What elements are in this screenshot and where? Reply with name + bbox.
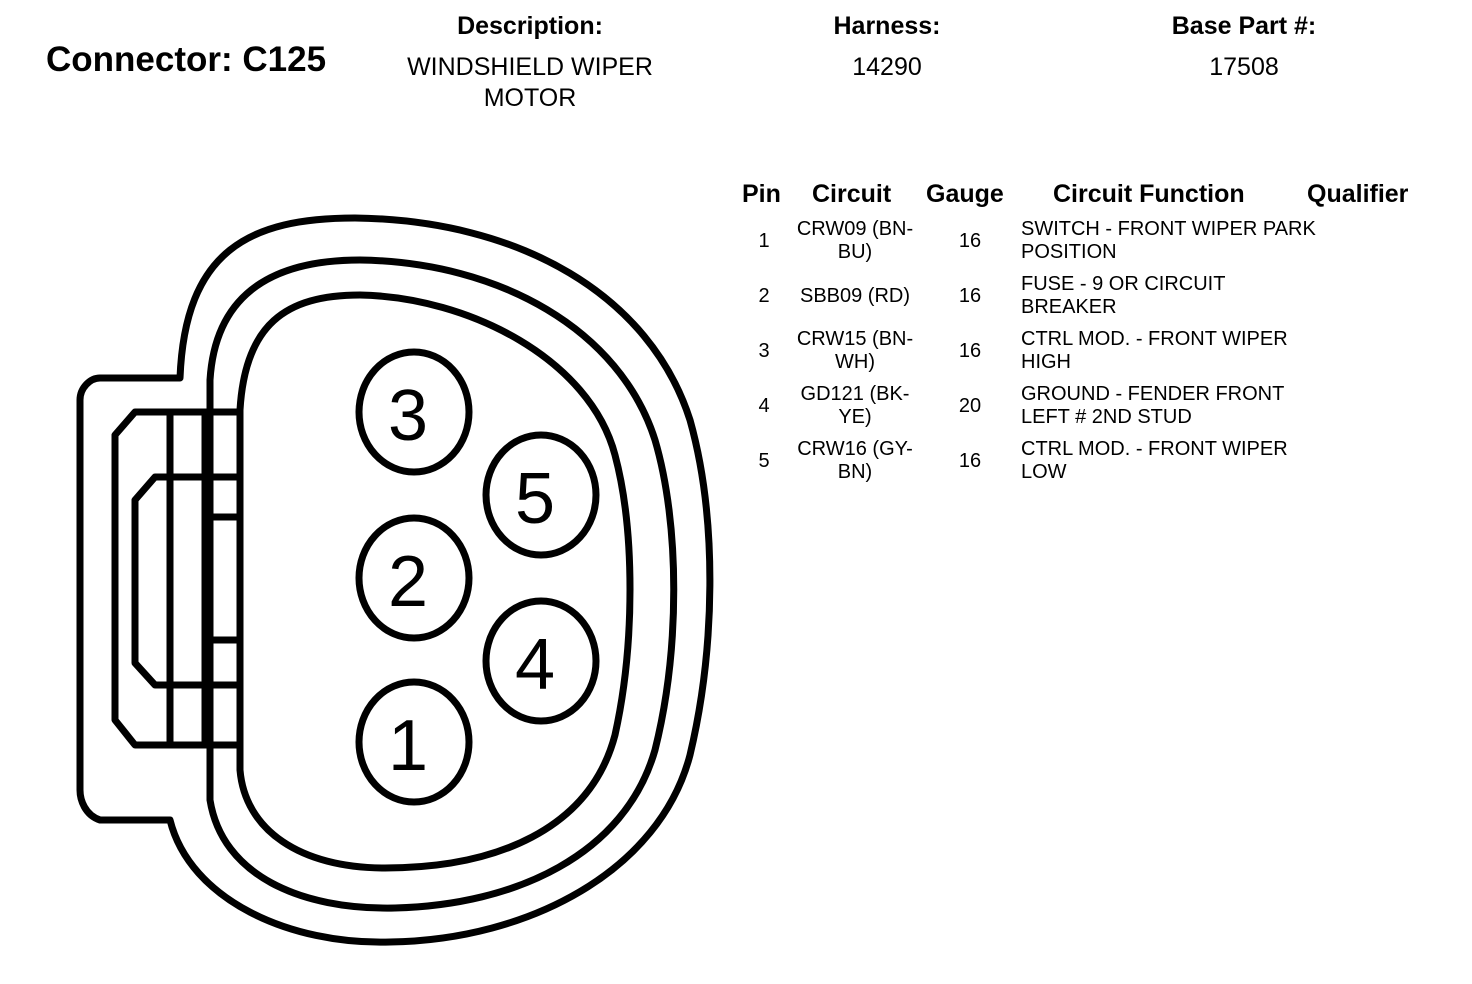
gauge-cell: 16 [958, 230, 982, 252]
latch-inner [131, 473, 244, 689]
table-row: 4 GD121 (BK-YE) 20 GROUND - FENDER FRONT… [740, 383, 1440, 438]
connector-title: Connector: C125 [46, 40, 327, 79]
table-row: 1 CRW09 (BN-BU) 16 SWITCH - FRONT WIPER … [740, 218, 1440, 273]
pin-cell: 1 [758, 230, 770, 252]
harness-label: Harness: [833, 12, 941, 40]
pin-cell: 3 [758, 340, 770, 362]
pin-label: 3 [388, 376, 428, 456]
circuit-cell: CRW16 (GY-BN) [797, 438, 913, 483]
pin-label: 2 [388, 542, 428, 622]
latch-outer [111, 408, 244, 749]
pin-4-cavity [482, 597, 600, 725]
table-row: 5 CRW16 (GY-BN) 16 CTRL MOD. - FRONT WIP… [740, 438, 1440, 493]
column-header-circuit-function: Circuit Function [1053, 180, 1245, 208]
base-part-value: 17508 [1209, 53, 1279, 81]
pin-label: 4 [515, 625, 555, 705]
gauge-cell: 16 [958, 340, 982, 362]
pin-cell: 5 [758, 450, 770, 472]
circuit-cell: CRW15 (BN-WH) [796, 328, 914, 373]
connector-inner-shell [206, 256, 678, 912]
circuit-cell: CRW09 (BN-BU) [796, 218, 914, 263]
pin-label: 5 [515, 459, 555, 539]
connector-outer-shell [76, 214, 714, 946]
table-row: 3 CRW15 (BN-WH) 16 CTRL MOD. - FRONT WIP… [740, 328, 1440, 383]
description-label: Description: [457, 12, 603, 40]
circuit-cell: GD121 (BK-YE) [800, 383, 910, 428]
gauge-cell: 16 [958, 285, 982, 307]
pin-table: 1 CRW09 (BN-BU) 16 SWITCH - FRONT WIPER … [740, 218, 1440, 493]
description-value: WINDSHIELD WIPER MOTOR [407, 53, 653, 112]
pin-cell: 2 [758, 285, 770, 307]
function-cell: CTRL MOD. - FRONT WIPER LOW [1021, 438, 1288, 483]
table-row: 2 SBB09 (RD) 16 FUSE - 9 OR CIRCUIT BREA… [740, 273, 1440, 328]
gauge-cell: 16 [958, 450, 982, 472]
function-cell: FUSE - 9 OR CIRCUIT BREAKER [1021, 273, 1226, 318]
column-header-pin: Pin [742, 180, 781, 208]
function-cell: CTRL MOD. - FRONT WIPER HIGH [1021, 328, 1288, 373]
pin-5-cavity [482, 431, 600, 559]
column-header-qualifier: Qualifier [1307, 180, 1409, 208]
pin-1-cavity [355, 678, 473, 806]
pin-2-cavity [355, 514, 473, 642]
connector-face-diagram: 3 2 1 5 4 [76, 214, 714, 946]
connector-cavity [236, 291, 634, 872]
base-part-label: Base Part #: [1171, 12, 1317, 40]
pin-3-cavity [355, 348, 473, 476]
harness-value: 14290 [852, 53, 922, 81]
function-cell: GROUND - FENDER FRONT LEFT # 2ND STUD [1021, 383, 1284, 428]
pin-cell: 4 [758, 395, 770, 417]
column-header-circuit: Circuit [812, 180, 892, 208]
column-header-gauge: Gauge [926, 180, 1004, 208]
pin-label: 1 [388, 706, 428, 786]
function-cell: SWITCH - FRONT WIPER PARK POSITION [1021, 218, 1316, 263]
gauge-cell: 20 [958, 395, 982, 417]
circuit-cell: SBB09 (RD) [799, 285, 911, 307]
